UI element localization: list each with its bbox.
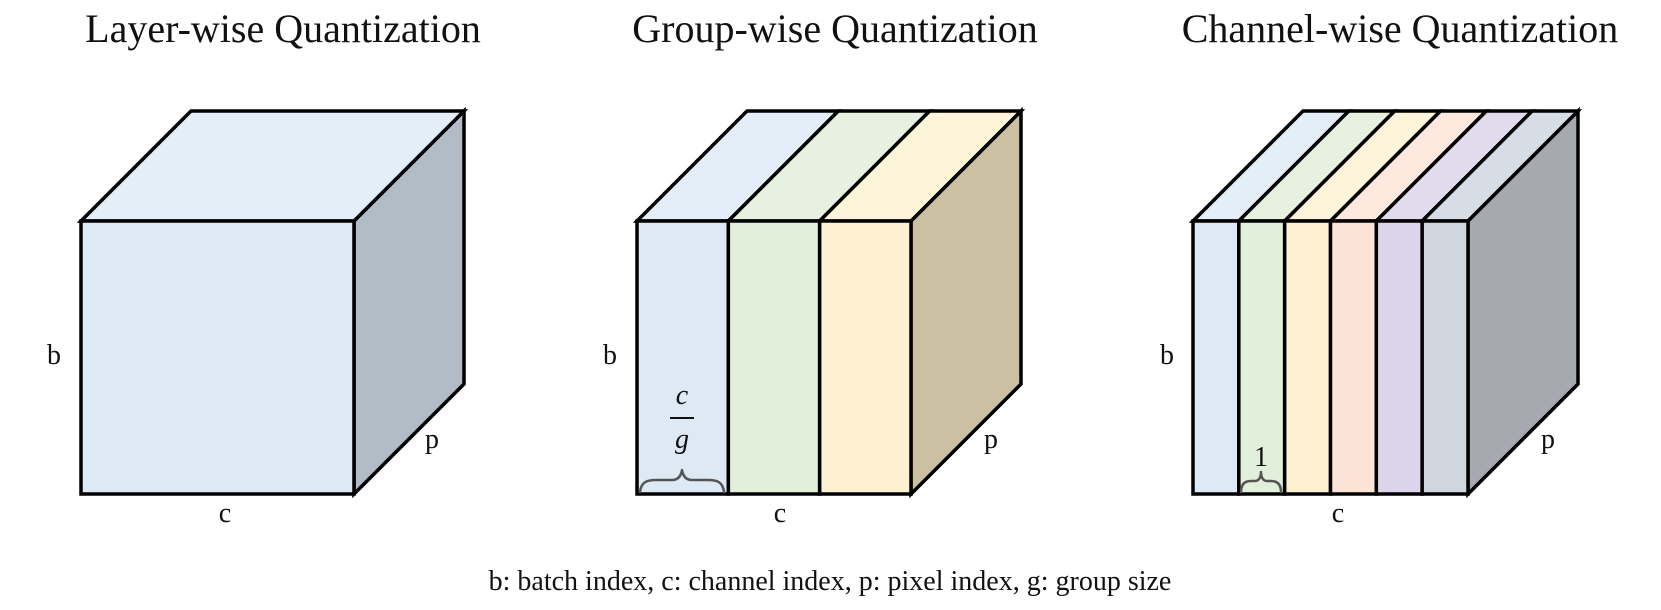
group-width-brace — [638, 468, 726, 494]
channel-wise-front-slice-1 — [1191, 219, 1241, 496]
fraction-numerator: c — [676, 380, 689, 411]
channel-wise-label-p: p — [1541, 424, 1555, 455]
layer-wise-label-p: p — [425, 424, 439, 455]
legend-caption: b: batch index, c: channel index, p: pix… — [489, 566, 1172, 597]
channel-width-brace — [1239, 470, 1283, 494]
fraction-denominator: g — [675, 424, 689, 455]
channel-wise-front-slice-3 — [1282, 219, 1333, 496]
title-channel-wise: Channel-wise Quantization — [1182, 6, 1619, 51]
title-group-wise: Group-wise Quantization — [632, 6, 1037, 51]
channel-width-annotation: 1 — [1239, 442, 1283, 494]
layer-wise-label-b: b — [47, 340, 61, 371]
group-size-annotation: c g — [638, 380, 726, 494]
channel-wise-cube — [1188, 106, 1583, 499]
layer-wise-front-slice-1 — [79, 219, 356, 496]
group-wise-label-b: b — [603, 340, 617, 371]
channel-wise-label-c: c — [1332, 498, 1344, 529]
group-wise-front-slice-2 — [726, 219, 822, 496]
title-layer-wise: Layer-wise Quantization — [85, 6, 481, 51]
layer-wise-label-c: c — [219, 498, 231, 529]
group-wise-label-c: c — [774, 498, 786, 529]
group-wise-front-slice-3 — [817, 219, 913, 496]
channel-wise-front-slice-6 — [1420, 219, 1470, 496]
group-wise-label-p: p — [984, 424, 998, 455]
layer-wise-cube — [76, 106, 469, 499]
channel-width-label: 1 — [1254, 442, 1268, 473]
channel-wise-front-slice-5 — [1374, 219, 1424, 496]
channel-wise-label-b: b — [1160, 340, 1174, 371]
channel-wise-front-slice-4 — [1328, 219, 1379, 496]
group-wise-cube — [632, 106, 1026, 499]
